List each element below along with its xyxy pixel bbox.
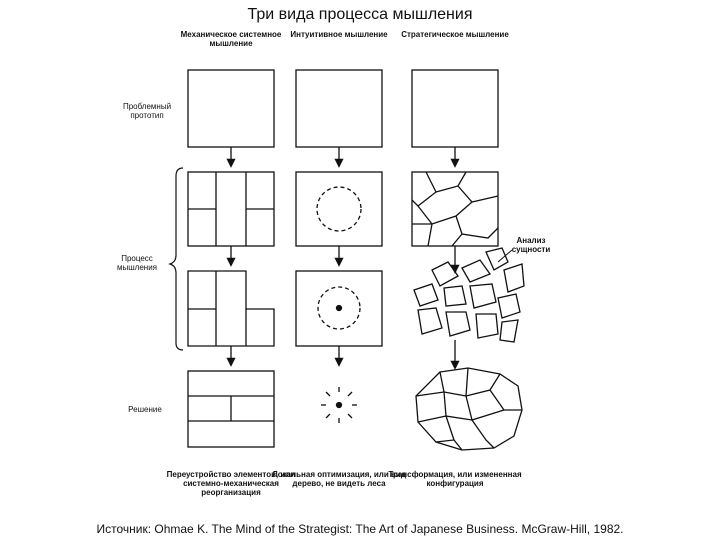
mechanical-prototype-box: [187, 69, 275, 148]
column-header-mechanical: Механическое системное мышление: [180, 30, 282, 48]
essence-analysis-note: Анализ сущности: [511, 236, 551, 254]
row-label-process: Процесс мышления: [116, 254, 157, 272]
caption-strategic: Трансформация, или измененная конфигурац…: [388, 470, 522, 488]
column-intuitive: [295, 69, 383, 423]
column-strategic: [411, 69, 525, 451]
column-header-intuitive: Интуитивное мышление: [290, 30, 388, 39]
strategic-prototype-box: [411, 69, 499, 148]
column-mechanical: [187, 69, 275, 448]
intuitive-process-box-2: [295, 270, 383, 347]
row-label-prototype: Проблемный прототип: [122, 102, 172, 120]
mechanical-process-box-2: [187, 270, 275, 347]
intuitive-process-box-1: [295, 171, 383, 247]
source-citation: Источник: Ohmae K. The Mind of the Strat…: [96, 522, 624, 536]
row-label-solution: Решение: [128, 405, 162, 414]
caption-mechanical: Переустройство элементов, или системно-м…: [166, 470, 296, 497]
diagram-title: Три вида процесса мышления: [247, 6, 473, 23]
process-bracket: [168, 167, 184, 351]
strategic-process-box-1: [411, 171, 499, 247]
mechanical-solution-box: [187, 370, 275, 448]
caption-intuitive: Локальная оптимизация, или вид дерево, н…: [272, 470, 406, 488]
column-header-strategic: Стратегическое мышление: [401, 30, 509, 39]
intuitive-prototype-box: [295, 69, 383, 148]
intuitive-solution-burst: [321, 387, 357, 423]
strategic-solution-shape: [415, 367, 523, 451]
mechanical-process-box-1: [187, 171, 275, 247]
strategic-scattered-pieces: [413, 247, 525, 343]
essence-leader-line: [497, 249, 513, 263]
